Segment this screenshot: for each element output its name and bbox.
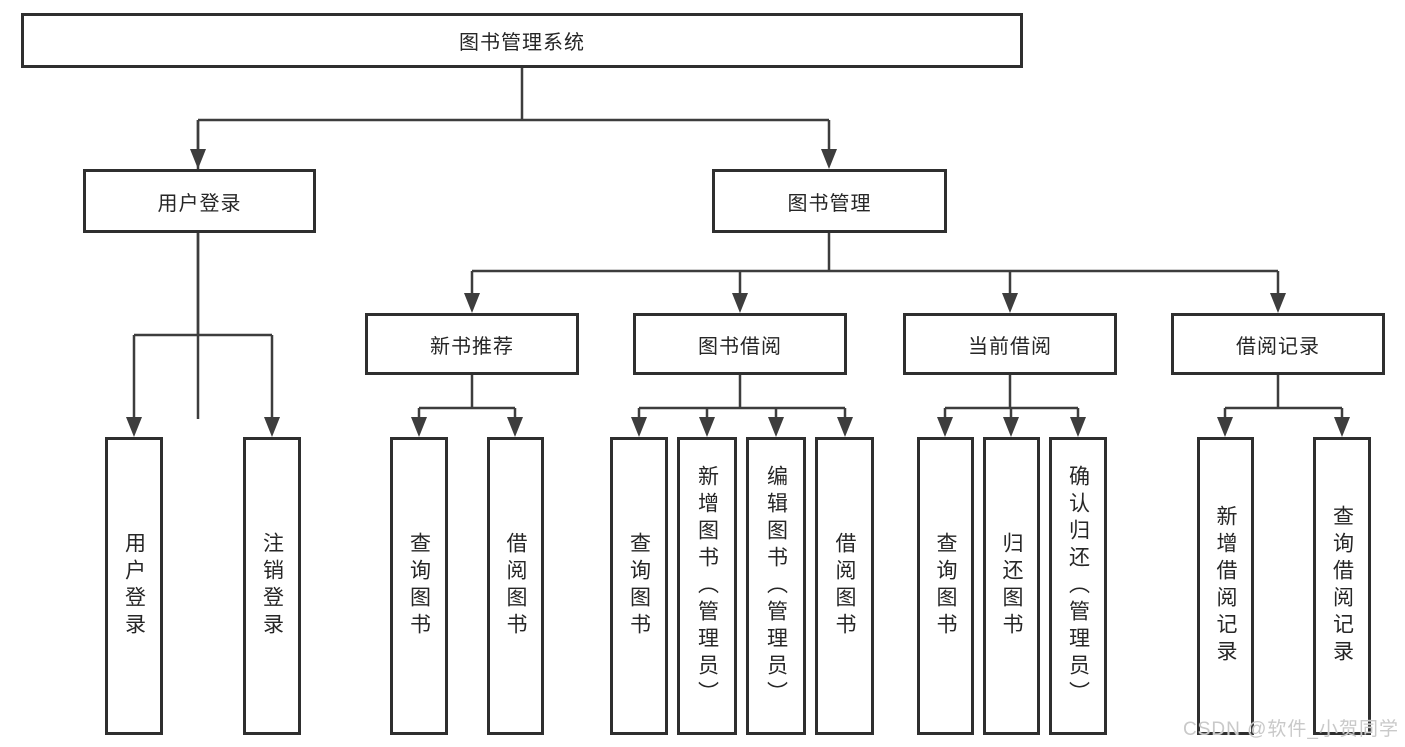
leaf-borrowing-add-admin-label: 新增图书（管理员） [695,464,719,708]
node-book-borrowing: 图书借阅 [633,313,847,375]
leaf-current-confirm-admin-label: 确认归还（管理员） [1066,464,1090,708]
leaf-current-return: 归还图书 [983,437,1040,735]
node-book-management-label: 图书管理 [787,192,872,215]
leaf-borrowing-query: 查询图书 [610,437,668,735]
leaf-records-add-label: 新增借阅记录 [1214,505,1237,667]
leaf-current-confirm-admin: 确认归还（管理员） [1049,437,1107,735]
edge-records-children [1223,375,1344,420]
leaf-newbook-query: 查询图书 [390,437,448,735]
node-new-book-recommend: 新书推荐 [365,313,579,375]
node-root: 图书管理系统 [21,13,1023,68]
leaf-logout-label: 注销登录 [260,532,284,640]
edge-current-children [943,375,1080,420]
node-user-login: 用户登录 [83,169,316,233]
leaf-borrowing-edit-admin: 编辑图书（管理员） [746,437,806,735]
node-borrowing-records: 借阅记录 [1171,313,1385,375]
edge-user-login-children [132,233,274,420]
node-borrowing-records-label: 借阅记录 [1236,335,1320,358]
leaf-user-login-label: 用户登录 [122,532,146,640]
leaf-borrowing-edit-admin-label: 编辑图书（管理员） [764,464,788,708]
leaf-borrowing-borrow: 借阅图书 [815,437,874,735]
leaf-current-query-label: 查询图书 [934,532,957,640]
leaf-borrowing-borrow-label: 借阅图书 [833,532,856,640]
node-book-management: 图书管理 [712,169,947,233]
node-root-label: 图书管理系统 [459,32,585,54]
edge-book-mgmt-children [470,233,1280,296]
leaf-records-add: 新增借阅记录 [1197,437,1254,735]
leaf-newbook-borrow: 借阅图书 [487,437,544,735]
edge-newbook-children [417,375,517,420]
node-user-login-label: 用户登录 [157,192,242,215]
leaf-borrowing-add-admin: 新增图书（管理员） [677,437,737,735]
node-current-borrowing-label: 当前借阅 [968,335,1052,358]
leaf-borrowing-query-label: 查询图书 [627,532,651,640]
leaf-logout: 注销登录 [243,437,301,735]
leaf-records-query: 查询借阅记录 [1313,437,1371,735]
leaf-current-return-label: 归还图书 [1000,532,1023,640]
leaf-newbook-borrow-label: 借阅图书 [504,532,527,640]
leaf-newbook-query-label: 查询图书 [407,532,431,640]
leaf-user-login: 用户登录 [105,437,163,735]
node-book-borrowing-label: 图书借阅 [698,335,782,358]
node-new-book-recommend-label: 新书推荐 [430,335,514,358]
node-current-borrowing: 当前借阅 [903,313,1117,375]
edge-borrowing-children [637,375,847,420]
watermark: CSDN @软件_小贺同学 [1183,719,1399,740]
leaf-current-query: 查询图书 [917,437,974,735]
leaf-records-query-label: 查询借阅记录 [1330,505,1354,667]
